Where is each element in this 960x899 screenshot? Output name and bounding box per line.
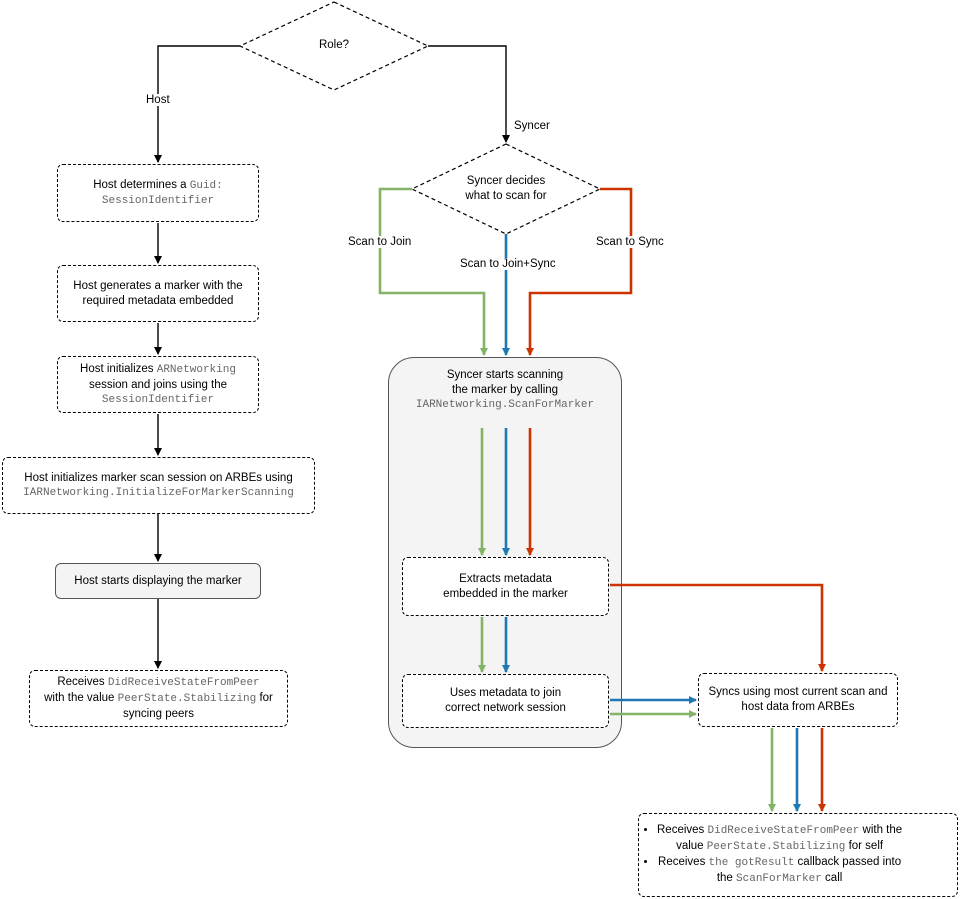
edge-scan-sync	[526, 187, 633, 356]
syncer-extract-box: Extracts metadata embedded in the marker	[402, 557, 609, 616]
syncer-final-box: Receives DidReceiveStateFromPeer with th…	[638, 813, 958, 897]
syncer-sync-box: Syncs using most current scan and host d…	[698, 673, 898, 727]
host-init-line2: session and joins using the	[88, 378, 228, 391]
role-decision-diamond	[238, 1, 430, 91]
host-display-label: Host starts displaying the marker	[74, 574, 242, 587]
syncer-join-line2: correct network session	[445, 702, 566, 714]
host-marker-line1: Host generates a marker with the	[73, 279, 243, 292]
host-receive-line3: syncing peers	[123, 708, 194, 720]
host-init-code2: SessionIdentifier	[101, 393, 215, 406]
host-init-code1: ARNetworking	[156, 363, 236, 376]
host-scan-line1: Host initializes marker scan session on …	[24, 471, 293, 484]
syncer-sync-line1: Syncs using most current scan and	[708, 686, 888, 698]
edge-extract-sync-red	[610, 583, 826, 672]
final-b1-text1: Receives	[657, 824, 708, 836]
host-receive-code2: PeerState.Stabilizing	[117, 693, 257, 705]
final-b1-code2: PeerState.Stabilizing	[706, 841, 846, 853]
edge-label-syncer: Syncer	[512, 120, 552, 132]
syncer-extract-line2: embedded in the marker	[443, 587, 568, 600]
syncer-decision-line2: what to scan for	[465, 190, 547, 202]
syncer-decision-diamond	[410, 143, 602, 235]
edge-label-scan-join-sync: Scan to Join+Sync	[458, 258, 558, 270]
host-receive-box: Receives DidReceiveStateFromPeer with th…	[29, 670, 288, 727]
final-b1-code: DidReceiveStateFromPeer	[707, 825, 860, 837]
edge-label-scan-join: Scan to Join	[346, 236, 414, 248]
final-b2-code2: ScanForMarker	[736, 873, 822, 885]
syncer-scanning-line2: the marker by calling	[451, 384, 559, 396]
final-b1-text3: value	[676, 840, 707, 852]
host-init-box: Host initializes ARNetworking session an…	[57, 356, 259, 413]
edge-role-syncer	[428, 45, 510, 143]
edge-label-host: Host	[144, 94, 172, 106]
syncer-join-line1: Uses metadata to join	[449, 687, 562, 699]
host-receive-text2: with the value	[44, 692, 118, 704]
host-guid-text: Host determines a	[93, 178, 190, 191]
syncer-decision-line1: Syncer decides	[466, 175, 546, 187]
host-display-box: Host starts displaying the marker	[55, 563, 261, 599]
syncer-scanning-line1: Syncer starts scanning	[446, 369, 564, 381]
syncer-scanning-code: IARNetworking.ScanForMarker	[415, 399, 595, 411]
host-receive-text1: Receives	[57, 676, 108, 688]
edge-label-scan-sync: Scan to Sync	[594, 236, 666, 248]
host-guid-box: Host determines a Guid: SessionIdentifie…	[57, 164, 259, 222]
host-marker-box: Host generates a marker with the require…	[57, 265, 259, 322]
final-b2-text3: the	[716, 872, 737, 884]
syncer-final-item-2: Receives the gotResult callback passed i…	[657, 855, 902, 887]
syncer-extract-line1: Extracts metadata	[459, 572, 552, 585]
host-scan-box: Host initializes marker scan session on …	[2, 457, 315, 514]
syncer-sync-line2: host data from ARBEs	[741, 701, 855, 713]
final-b2-text1: Receives	[658, 856, 709, 868]
host-receive-code1: DidReceiveStateFromPeer	[107, 677, 260, 689]
final-b2-text2: callback passed into	[794, 856, 902, 868]
host-marker-line2: required metadata embedded	[82, 294, 234, 307]
syncer-scanning-text: Syncer starts scanning the marker by cal…	[392, 368, 618, 413]
host-receive-text3: for	[256, 692, 273, 704]
final-b2-text4: call	[821, 872, 843, 884]
edge-role-host	[154, 45, 240, 163]
syncer-final-list: Receives DidReceiveStateFromPeer with th…	[639, 823, 902, 887]
host-init-text1: Host initializes	[80, 362, 157, 375]
syncer-final-item-1: Receives DidReceiveStateFromPeer with th…	[657, 823, 902, 855]
role-decision-label: Role?	[318, 39, 350, 51]
syncer-decision-label: Syncer decides what to scan for	[436, 174, 576, 204]
final-b2-code: the gotResult	[708, 857, 795, 869]
final-b1-text4: for self	[845, 840, 884, 852]
host-guid-code2: SessionIdentifier	[101, 194, 215, 207]
syncer-join-box: Uses metadata to join correct network se…	[402, 674, 609, 728]
host-guid-code1: Guid:	[189, 179, 223, 192]
host-scan-code: IARNetworking.InitializeForMarkerScannin…	[23, 486, 294, 499]
edge-scan-join	[378, 187, 488, 356]
final-b1-text2: with the	[859, 824, 903, 836]
